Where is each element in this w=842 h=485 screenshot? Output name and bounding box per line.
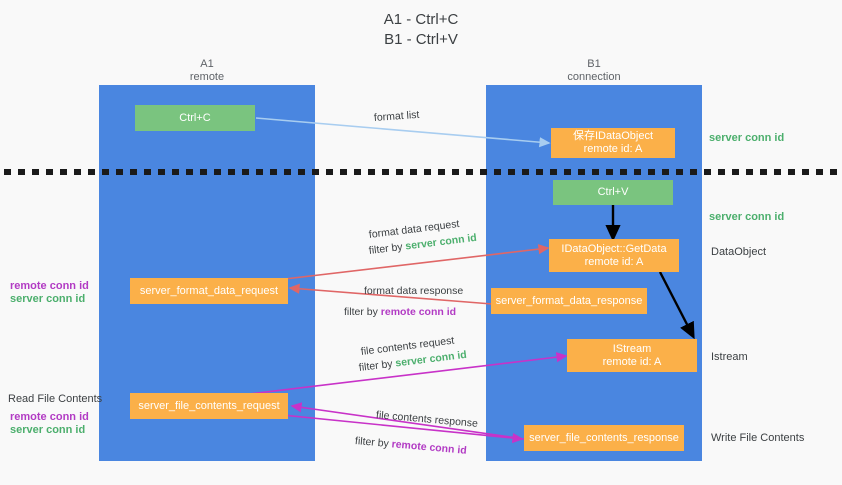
lane-a1-subtitle: remote xyxy=(189,71,225,83)
right-label-server-conn-id-mid: server conn id xyxy=(709,211,785,223)
lane-b1-subtitle: connection xyxy=(567,71,621,83)
left-label-remote-conn-id-2: remote conn id xyxy=(10,411,89,423)
right-label-dataobject: DataObject xyxy=(711,246,767,258)
box-server-file-contents-response-label: server_file_contents_response xyxy=(529,431,679,444)
box-istream-line1: IStream xyxy=(612,342,652,355)
box-ctrl-v[interactable]: Ctrl+V xyxy=(553,180,673,205)
box-server-format-data-response-label: server_format_data_response xyxy=(495,294,643,307)
box-getdata[interactable]: IDataObject::GetData remote id: A xyxy=(549,239,679,272)
box-ctrl-c[interactable]: Ctrl+C xyxy=(135,105,255,131)
caption-file-contents-response: file contents response xyxy=(375,409,479,430)
box-save-idataobject[interactable]: 保存IDataObject remote id: A xyxy=(551,128,675,158)
box-istream-line2: remote id: A xyxy=(602,355,662,368)
caption-fcresp-filter-pre: filter by xyxy=(354,435,393,451)
right-label-write-file-contents: Write File Contents xyxy=(711,432,805,444)
lane-header-a1: A1 remote xyxy=(99,58,315,84)
box-istream[interactable]: IStream remote id: A xyxy=(567,339,697,372)
box-server-format-data-response[interactable]: server_format_data_response xyxy=(491,288,647,314)
caption-fdresp-filter-key: remote conn id xyxy=(380,306,457,318)
left-label-server-conn-id-1: server conn id xyxy=(10,293,86,305)
box-server-file-contents-request[interactable]: server_file_contents_request xyxy=(130,393,288,419)
caption-fdreq-filter-pre: filter by xyxy=(368,240,407,257)
caption-fdresp-filter-pre: filter by xyxy=(344,306,381,318)
right-label-istream: Istream xyxy=(711,351,748,363)
lane-b1-name: B1 xyxy=(587,58,601,70)
title-line-1: A1 - Ctrl+C xyxy=(383,11,459,28)
box-ctrl-v-label: Ctrl+V xyxy=(597,186,629,198)
box-server-file-contents-request-label: server_file_contents_request xyxy=(138,399,280,412)
left-label-remote-conn-id-1: remote conn id xyxy=(10,280,89,292)
caption-format-data-response: format data response xyxy=(364,285,464,297)
box-server-file-contents-response[interactable]: server_file_contents_response xyxy=(524,425,684,451)
caption-format-list: format list xyxy=(373,108,420,124)
caption-file-contents-response-filter: filter by remote conn id xyxy=(354,435,468,458)
box-save-idataobject-line2: remote id: A xyxy=(583,143,643,155)
left-label-read-file-contents: Read File Contents xyxy=(8,393,103,405)
caption-fcreq-filter-pre: filter by xyxy=(358,357,397,374)
caption-fcresp-filter-key: remote conn id xyxy=(391,438,468,457)
diagram-title: A1 - Ctrl+C B1 - Ctrl+V xyxy=(0,10,842,50)
box-save-idataobject-line1: 保存IDataObject xyxy=(572,130,654,142)
lane-header-b1: B1 connection xyxy=(486,58,702,84)
title-line-2: B1 - Ctrl+V xyxy=(384,31,458,48)
box-ctrl-c-label: Ctrl+C xyxy=(179,111,211,124)
left-label-server-conn-id-2: server conn id xyxy=(10,424,86,436)
right-label-server-conn-id-top: server conn id xyxy=(709,132,785,144)
caption-format-data-response-filter: filter by remote conn id xyxy=(344,306,456,319)
box-server-format-data-request-label: server_format_data_request xyxy=(139,284,279,297)
box-server-format-data-request[interactable]: server_format_data_request xyxy=(130,278,288,304)
box-getdata-line1: IDataObject::GetData xyxy=(561,242,667,255)
lane-a1-name: A1 xyxy=(200,58,214,70)
box-getdata-line2: remote id: A xyxy=(584,255,644,268)
